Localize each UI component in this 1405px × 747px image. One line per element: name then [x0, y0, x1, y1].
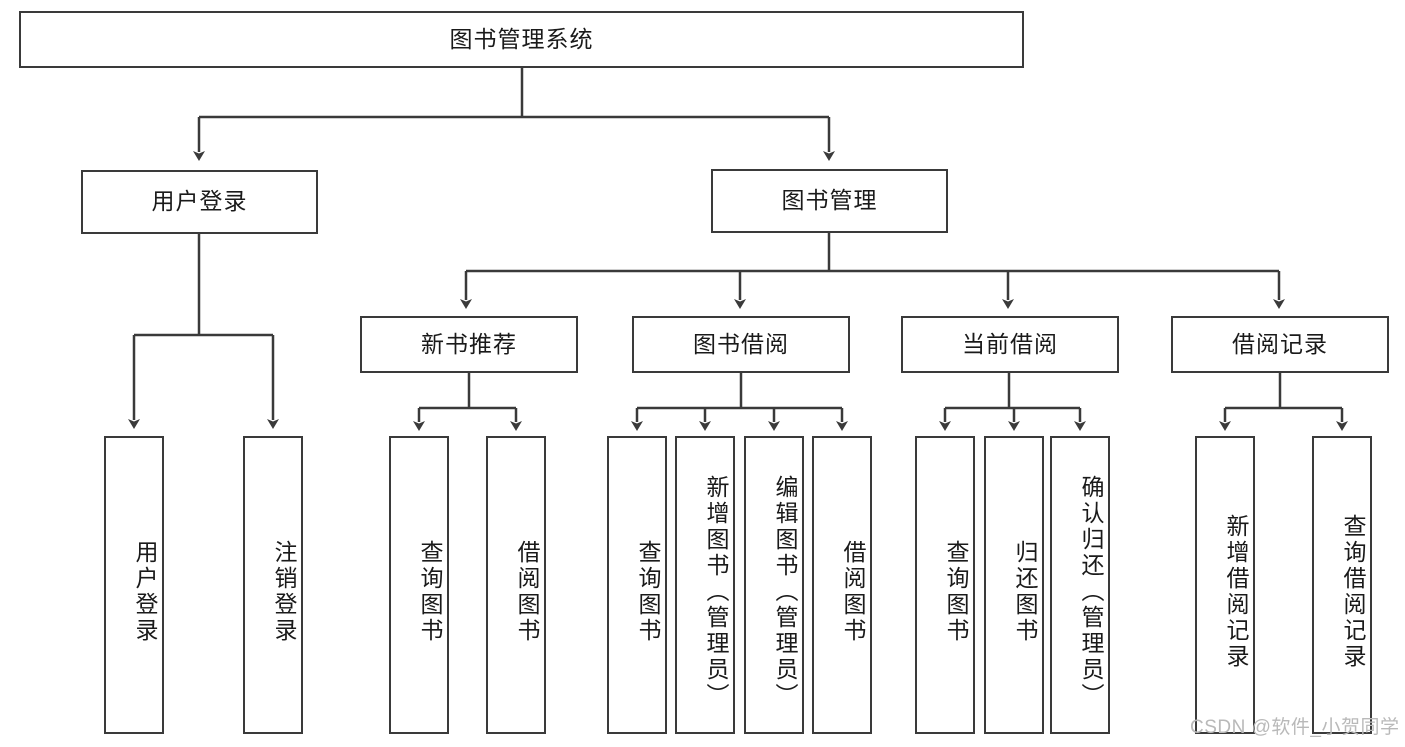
- node-leaf-query-book-2[interactable]: 查询图书: [607, 436, 667, 734]
- node-user-login-label: 用户登录: [151, 188, 248, 215]
- node-leaf-borrow-book-2[interactable]: 借阅图书: [812, 436, 872, 734]
- node-leaf-add-book-label: 新增图书（管理员）: [703, 475, 729, 709]
- node-leaf-query-book-2-label: 查询图书: [635, 540, 661, 644]
- node-current-borrow[interactable]: 当前借阅: [901, 316, 1119, 373]
- node-new-book-recommend[interactable]: 新书推荐: [360, 316, 578, 373]
- node-leaf-query-record-label: 查询借阅记录: [1340, 514, 1366, 670]
- node-leaf-borrow-book-1[interactable]: 借阅图书: [486, 436, 546, 734]
- node-leaf-query-record[interactable]: 查询借阅记录: [1312, 436, 1372, 734]
- node-user-login[interactable]: 用户登录: [81, 170, 318, 234]
- node-leaf-edit-book-label: 编辑图书（管理员）: [772, 475, 798, 709]
- node-leaf-user-login[interactable]: 用户登录: [104, 436, 164, 734]
- node-leaf-user-logout[interactable]: 注销登录: [243, 436, 303, 734]
- node-leaf-query-book-1[interactable]: 查询图书: [389, 436, 449, 734]
- node-root[interactable]: 图书管理系统: [19, 11, 1024, 68]
- node-leaf-query-book-1-label: 查询图书: [417, 540, 443, 644]
- node-leaf-user-logout-label: 注销登录: [271, 540, 297, 644]
- node-leaf-query-book-3[interactable]: 查询图书: [915, 436, 975, 734]
- node-leaf-user-login-label: 用户登录: [132, 540, 158, 644]
- watermark: CSDN @软件_小贺同学: [1190, 717, 1400, 738]
- node-root-label: 图书管理系统: [449, 25, 594, 52]
- node-leaf-borrow-book-1-label: 借阅图书: [514, 540, 540, 644]
- node-leaf-add-record[interactable]: 新增借阅记录: [1195, 436, 1255, 734]
- node-leaf-query-book-3-label: 查询图书: [943, 540, 969, 644]
- node-leaf-borrow-book-2-label: 借阅图书: [840, 540, 866, 644]
- node-book-borrow[interactable]: 图书借阅: [632, 316, 850, 373]
- node-new-book-recommend-label: 新书推荐: [421, 330, 517, 357]
- node-current-borrow-label: 当前借阅: [962, 330, 1058, 357]
- node-book-manage[interactable]: 图书管理: [711, 169, 948, 233]
- node-leaf-return-book-label: 归还图书: [1012, 540, 1038, 644]
- node-book-manage-label: 图书管理: [781, 187, 878, 214]
- node-borrow-record[interactable]: 借阅记录: [1171, 316, 1389, 373]
- node-leaf-confirm-return[interactable]: 确认归还（管理员）: [1050, 436, 1110, 734]
- node-leaf-add-book[interactable]: 新增图书（管理员）: [675, 436, 735, 734]
- node-leaf-confirm-return-label: 确认归还（管理员）: [1078, 475, 1104, 709]
- node-borrow-record-label: 借阅记录: [1232, 330, 1328, 357]
- node-book-borrow-label: 图书借阅: [693, 330, 789, 357]
- node-leaf-return-book[interactable]: 归还图书: [984, 436, 1044, 734]
- node-leaf-edit-book[interactable]: 编辑图书（管理员）: [744, 436, 804, 734]
- node-leaf-add-record-label: 新增借阅记录: [1223, 514, 1249, 670]
